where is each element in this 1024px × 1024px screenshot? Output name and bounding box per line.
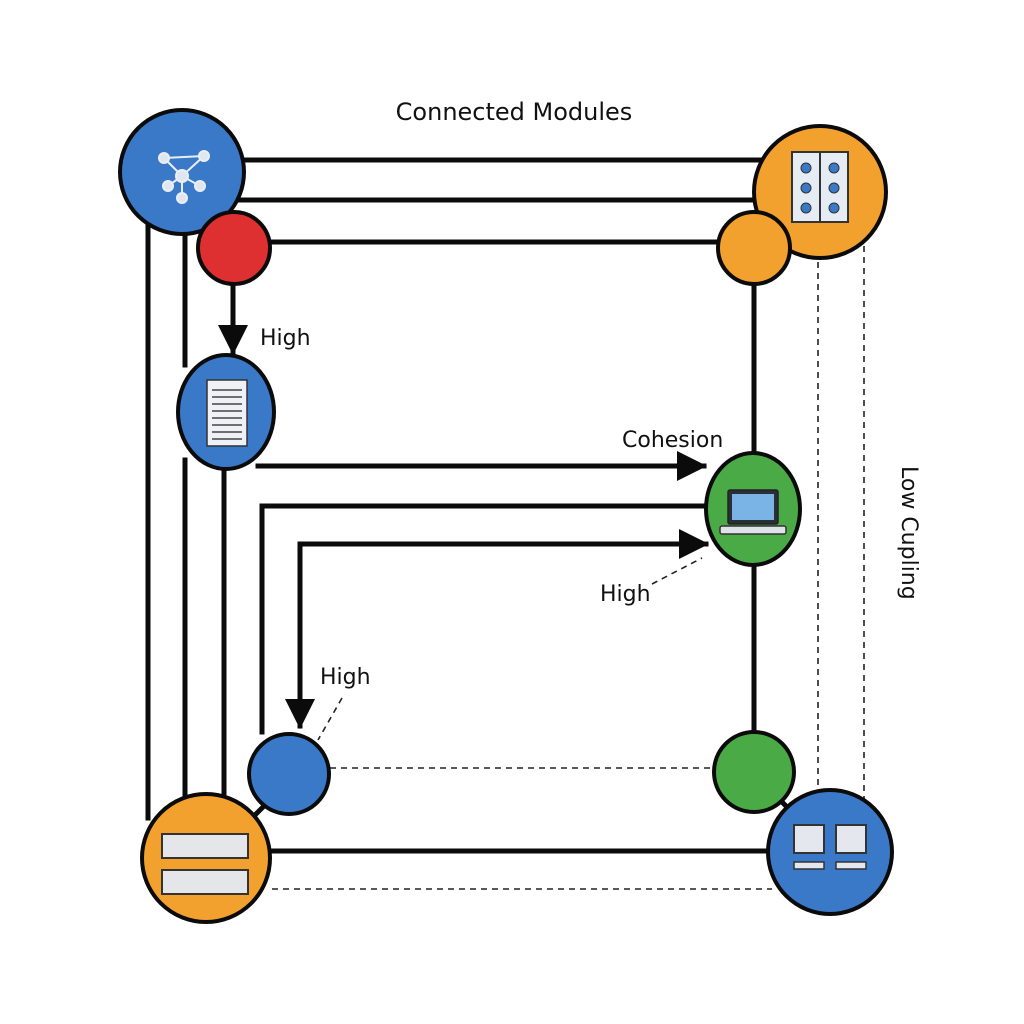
top-left-module [118,108,246,236]
label-high-top: High [260,326,311,351]
label-low-coupling: Low Cupling [896,466,921,600]
bottom-left-module [140,792,272,924]
laptop-icon [719,489,787,535]
storage-bars-icon [161,833,249,895]
module-to-laptop-link [259,503,709,735]
dashed-high-mid [651,557,703,585]
windows-grid-icon [793,824,867,870]
small-orange-node [716,210,792,286]
diagram-title: Connected Modules [396,98,633,126]
label-high-bottom: High [320,665,371,690]
laptop-to-blue-node-arrow [285,541,707,729]
label-cohesion: Cohesion [622,428,723,453]
network-graph-icon [158,150,210,204]
document-icon [206,379,248,447]
server-rack-icon [791,151,849,223]
small-blue-node [247,732,331,816]
label-high-mid: High [600,582,651,607]
top-right-module [752,124,888,260]
document-module [176,353,276,471]
laptop-module [704,451,802,567]
connections [145,157,865,890]
bottom-right-module [766,788,894,916]
small-green-node [712,730,796,814]
dashed-high-bottom [317,697,343,741]
red-node [196,210,272,286]
bottom-right-node [766,788,894,916]
